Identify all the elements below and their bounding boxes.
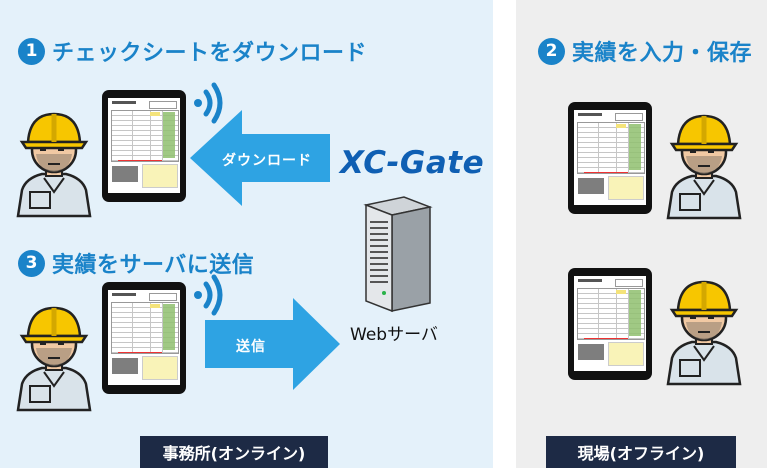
server-icon xyxy=(363,196,433,313)
worker-icon xyxy=(12,302,96,412)
step-number: 2 xyxy=(538,37,565,65)
step-record-heading: 2 実績を入力・保存 xyxy=(538,35,752,67)
field-panel-label: 現場(オフライン) xyxy=(546,436,736,468)
worker-icon xyxy=(12,108,96,218)
tablet-icon xyxy=(102,282,186,394)
tablet-icon xyxy=(568,102,652,214)
step-download-heading: 1 チェックシートをダウンロード xyxy=(18,35,367,67)
arrow-right-icon xyxy=(205,298,340,390)
xc-gate-logo: XC-Gate xyxy=(340,145,485,181)
step-title: 実績を入力・保存 xyxy=(572,41,753,66)
step-title: チェックシートをダウンロード xyxy=(52,41,368,66)
worker-icon xyxy=(662,276,746,386)
tablet-icon xyxy=(102,90,186,202)
step-title: 実績をサーバに送信 xyxy=(52,253,255,278)
step-number: 3 xyxy=(18,249,45,277)
office-panel-label: 事務所(オンライン) xyxy=(140,436,328,468)
tablet-icon xyxy=(568,268,652,380)
step-send-heading: 3 実績をサーバに送信 xyxy=(18,247,254,279)
server-label: Webサーバ xyxy=(350,325,438,345)
arrow-send-label: 送信 xyxy=(236,339,266,355)
arrow-left-icon xyxy=(190,110,330,206)
step-number: 1 xyxy=(18,37,45,65)
arrow-download-label: ダウンロード xyxy=(222,153,312,169)
worker-icon xyxy=(662,110,746,220)
field-panel: 2 実績を入力・保存 現場(オフライン) xyxy=(516,0,767,468)
